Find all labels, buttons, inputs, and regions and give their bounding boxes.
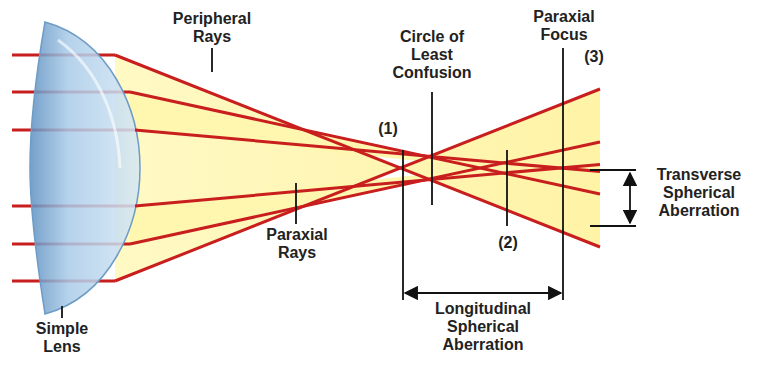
lens-highlight xyxy=(58,40,120,168)
light-cone xyxy=(115,55,600,281)
dimension-label: Transverse Spherical Aberration xyxy=(640,166,758,220)
part-label: Simple Lens xyxy=(20,320,104,356)
rays-label: Peripheral Rays xyxy=(162,10,262,46)
callout-number: (1) xyxy=(370,120,406,138)
callout-number: (3) xyxy=(574,48,614,66)
focus-label: Paraxial Focus xyxy=(521,8,607,44)
callout-number: (2) xyxy=(488,234,528,252)
focus-label: Circle of Least Confusion xyxy=(384,28,480,82)
refracted-rays xyxy=(115,55,600,281)
reference-lines xyxy=(62,48,636,318)
light-cone-inner xyxy=(130,92,480,244)
simple-lens xyxy=(30,22,140,314)
dimension-label: Longitudinal Spherical Aberration xyxy=(408,300,558,354)
rays-label: Paraxial Rays xyxy=(252,226,342,262)
